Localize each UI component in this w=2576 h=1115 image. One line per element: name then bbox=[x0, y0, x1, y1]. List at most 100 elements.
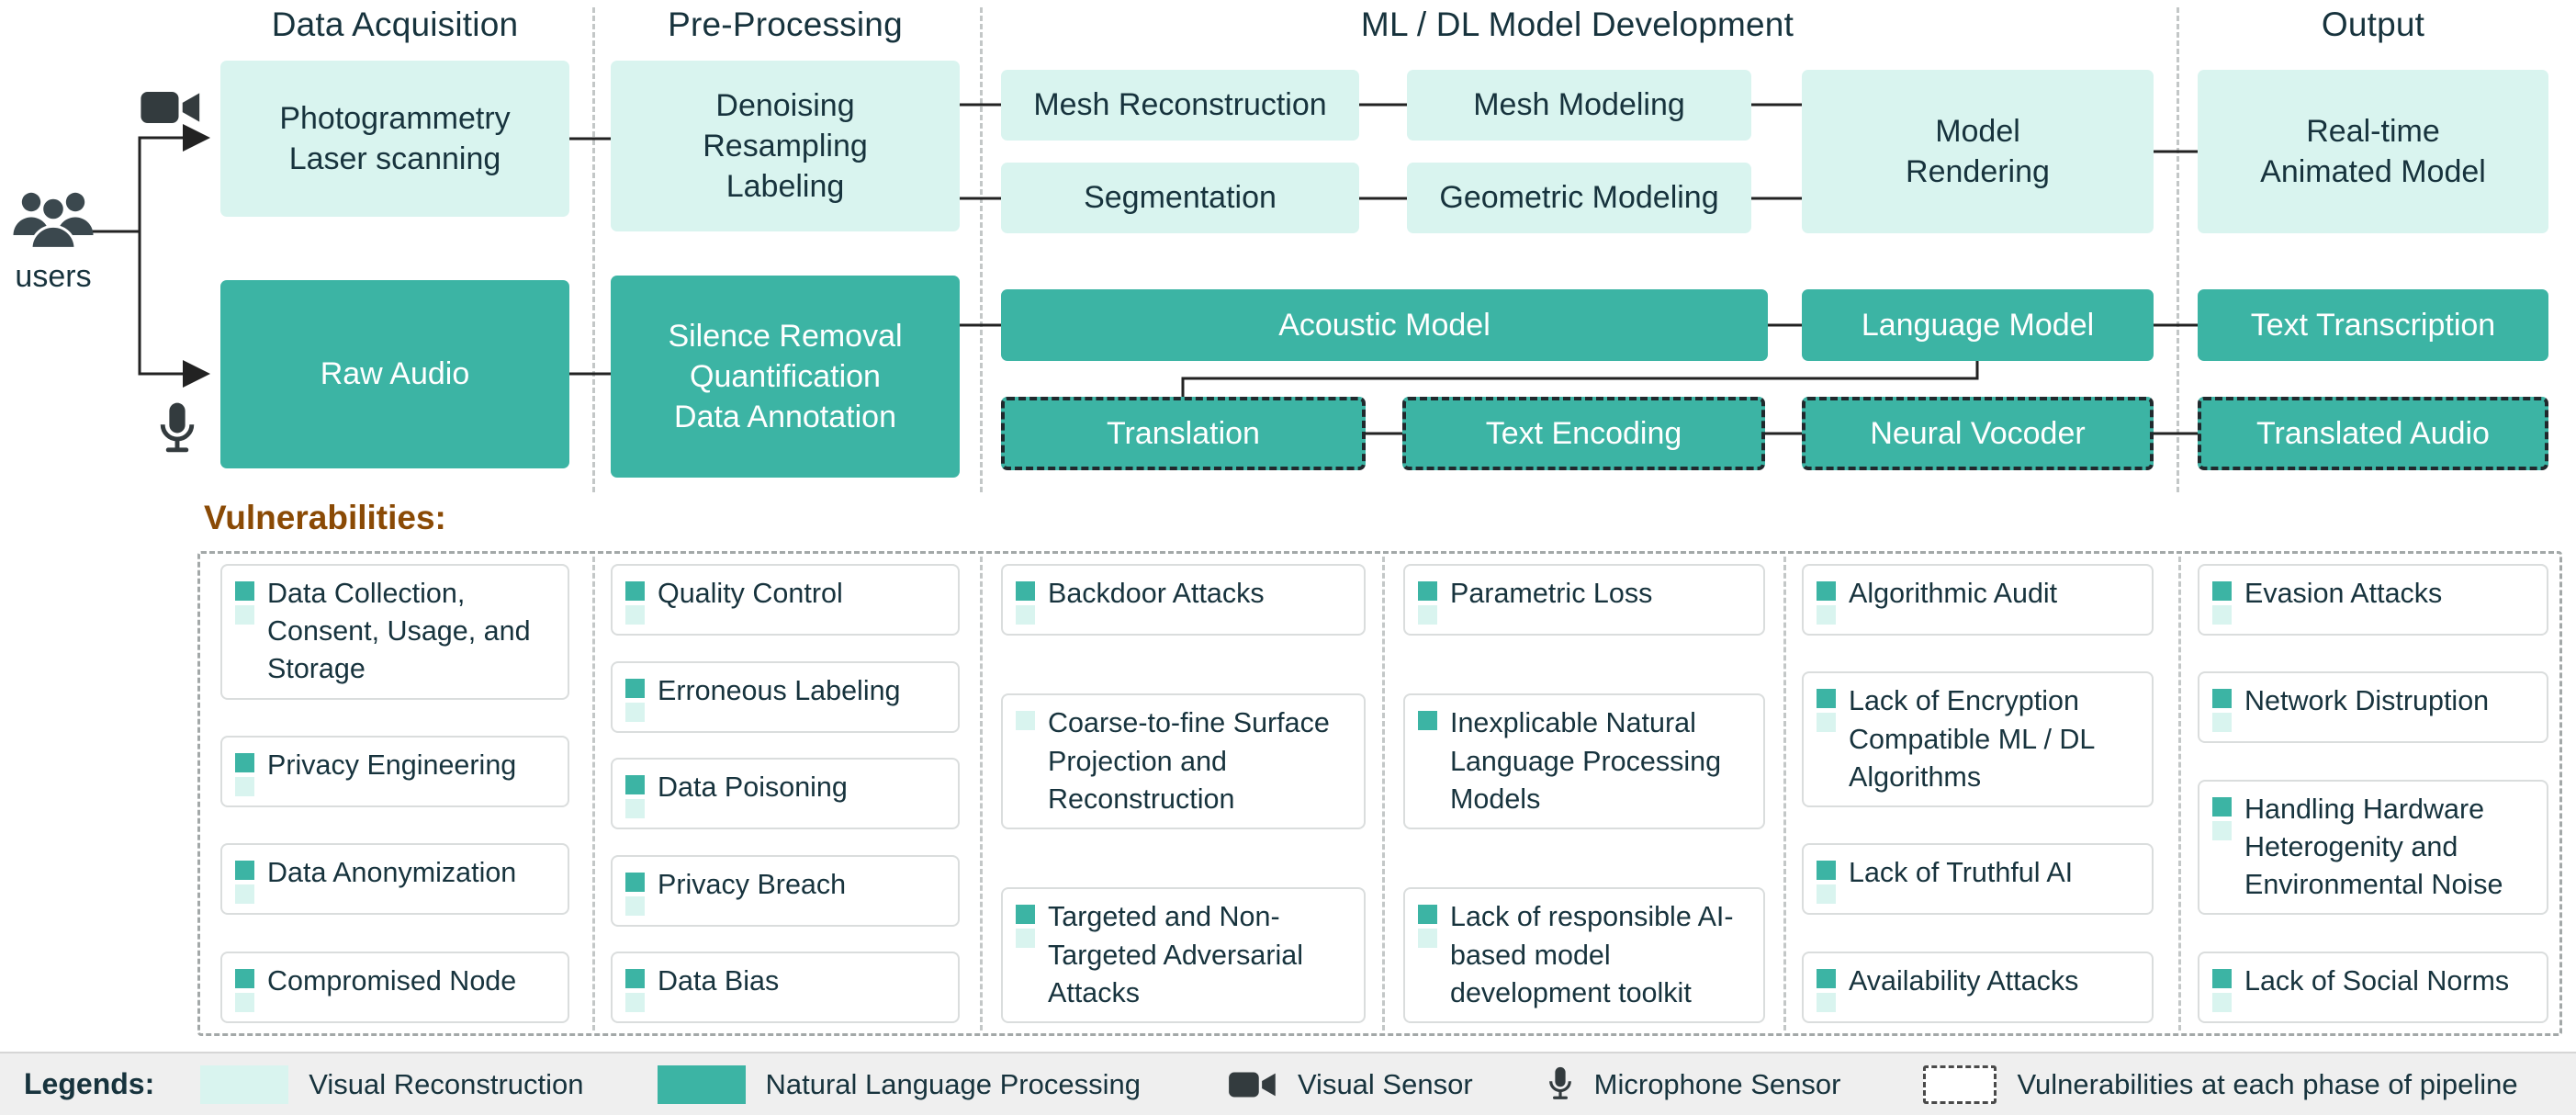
microphone-icon bbox=[160, 402, 195, 453]
visual-track-marker bbox=[625, 702, 645, 722]
nlp-track-marker bbox=[235, 861, 254, 881]
vulnerability-column-separator bbox=[2178, 557, 2181, 1031]
vulnerability-column-ml-3: Algorithmic Audit Lack of Encryption Com… bbox=[1802, 564, 2154, 1023]
vulnerability-item: Data Anonymization bbox=[220, 843, 569, 916]
visual-reconstruction-swatch bbox=[200, 1064, 289, 1104]
vulnerability-label: Data Poisoning bbox=[658, 771, 848, 803]
nlp-track-marker bbox=[1817, 581, 1836, 601]
vulnerability-item: Lack of Truthful AI bbox=[1802, 843, 2154, 916]
nlp-track-marker bbox=[235, 753, 254, 772]
vulnerability-label: Data Bias bbox=[658, 965, 780, 997]
track-markers bbox=[235, 861, 254, 905]
track-markers bbox=[1016, 581, 1035, 625]
vulnerability-item: Lack of Encryption Compatible ML / DL Al… bbox=[1802, 671, 2154, 807]
vulnerability-label: Inexplicable Natural Language Processing… bbox=[1450, 707, 1722, 815]
track-markers bbox=[1817, 968, 1836, 1012]
vulnerability-item: Erroneous Labeling bbox=[611, 660, 960, 733]
nlp-track-marker bbox=[2212, 968, 2232, 988]
nlp-track-marker bbox=[235, 968, 254, 988]
track-markers bbox=[625, 969, 645, 1012]
nlp-swatch bbox=[657, 1064, 746, 1104]
visual-track-marker bbox=[625, 799, 645, 818]
geometric-modeling-box: Geometric Modeling bbox=[1407, 163, 1751, 233]
acoustic-model-box: Acoustic Model bbox=[1001, 289, 1768, 361]
nlp-track-marker bbox=[2212, 581, 2232, 601]
vulnerability-label: Privacy Breach bbox=[658, 868, 847, 900]
vulnerability-item: Compromised Node bbox=[220, 951, 569, 1023]
legend-visual-reconstruction: Visual Reconstruction bbox=[200, 1064, 584, 1104]
nlp-track-marker bbox=[625, 969, 645, 988]
vulnerability-label: Algorithmic Audit bbox=[1849, 578, 2058, 609]
vulnerability-label: Lack of responsible AI-based model devel… bbox=[1450, 901, 1734, 1008]
visual-track-marker bbox=[1016, 711, 1035, 731]
vulnerability-column-pre-processing: Quality Control Erroneous Labeling Data … bbox=[611, 564, 960, 1023]
track-markers bbox=[625, 872, 645, 916]
vulnerability-item: Evasion Attacks bbox=[2198, 564, 2548, 636]
mesh-modeling-box: Mesh Modeling bbox=[1407, 70, 1751, 141]
nlp-track-marker bbox=[1016, 905, 1035, 925]
nlp-track-marker bbox=[1418, 905, 1437, 925]
visual-track-marker bbox=[1016, 605, 1035, 625]
track-markers bbox=[235, 581, 254, 625]
vulnerability-item: Privacy Breach bbox=[611, 854, 960, 927]
vulnerability-label: Availability Attacks bbox=[1849, 964, 2079, 997]
vulnerability-column-ml-2: Parametric Loss Inexplicable Natural Lan… bbox=[1403, 564, 1765, 1023]
vulnerability-item: Network Distruption bbox=[2198, 671, 2548, 744]
track-markers bbox=[1016, 711, 1035, 731]
legend-microphone-sensor-label: Microphone Sensor bbox=[1593, 1067, 1841, 1100]
legend-bar: Legends: Visual Reconstruction Natural L… bbox=[0, 1052, 2576, 1115]
nlp-track-marker bbox=[1817, 689, 1836, 709]
vulnerability-label: Lack of Encryption Compatible ML / DL Al… bbox=[1849, 685, 2095, 793]
visual-track-marker bbox=[1817, 884, 1836, 905]
vulnerability-column-ml-1: Backdoor Attacks Coarse-to-fine Surface … bbox=[1001, 564, 1366, 1023]
visual-track-marker bbox=[1418, 605, 1437, 625]
track-markers bbox=[1817, 581, 1836, 625]
visual-track-marker bbox=[2212, 713, 2232, 733]
visual-track-marker bbox=[2212, 605, 2232, 625]
vulnerability-item: Data Bias bbox=[611, 952, 960, 1023]
legend-nlp-label: Natural Language Processing bbox=[765, 1067, 1141, 1100]
track-markers bbox=[1817, 689, 1836, 733]
visual-track-marker bbox=[235, 605, 254, 625]
vulnerability-item: Algorithmic Audit bbox=[1802, 564, 2154, 636]
visual-track-marker bbox=[1817, 713, 1836, 733]
video-camera-icon bbox=[141, 92, 200, 123]
track-markers bbox=[1418, 711, 1437, 731]
phase-header-output: Output bbox=[2321, 6, 2425, 43]
visual-track-marker bbox=[1418, 929, 1437, 949]
vulnerability-label: Data Anonymization bbox=[267, 857, 517, 889]
vulnerability-column-separator bbox=[1382, 557, 1385, 1031]
nlp-track-marker bbox=[625, 581, 645, 601]
phase-separator bbox=[980, 7, 983, 492]
dashed-box-icon bbox=[1923, 1064, 1997, 1104]
vulnerabilities-region bbox=[197, 551, 2562, 1036]
photogrammetry-box: Photogrammetry Laser scanning bbox=[220, 61, 569, 217]
vulnerability-label: Parametric Loss bbox=[1450, 578, 1653, 609]
vulnerability-column-separator bbox=[592, 557, 595, 1031]
vulnerability-label: Erroneous Labeling bbox=[658, 674, 901, 706]
nlp-track-marker bbox=[2212, 796, 2232, 817]
vulnerability-item: Handling Hardware Heterogenity and Envir… bbox=[2198, 779, 2548, 916]
track-markers bbox=[1418, 905, 1437, 949]
vulnerability-label: Network Distruption bbox=[2244, 685, 2490, 717]
legend-vulnerabilities-label: Vulnerabilities at each phase of pipelin… bbox=[2017, 1067, 2518, 1100]
raw-audio-box: Raw Audio bbox=[220, 280, 569, 468]
track-markers bbox=[1418, 581, 1437, 625]
vulnerability-label: Compromised Node bbox=[267, 964, 517, 997]
nlp-track-marker bbox=[625, 872, 645, 892]
vulnerability-item: Lack of Social Norms bbox=[2198, 951, 2548, 1023]
nlp-track-marker bbox=[1418, 581, 1437, 601]
track-markers bbox=[1817, 861, 1836, 905]
track-markers bbox=[2212, 689, 2232, 733]
nlp-track-marker bbox=[1016, 581, 1035, 601]
visual-track-marker bbox=[2212, 820, 2232, 840]
vulnerability-item: Inexplicable Natural Language Processing… bbox=[1403, 693, 1765, 829]
legend-vulnerabilities: Vulnerabilities at each phase of pipelin… bbox=[1923, 1064, 2518, 1104]
phase-separator bbox=[592, 7, 595, 492]
track-markers bbox=[235, 753, 254, 796]
legend-title: Legends: bbox=[24, 1067, 155, 1100]
vulnerability-item: Data Poisoning bbox=[611, 758, 960, 829]
track-markers bbox=[625, 581, 645, 625]
visual-track-marker bbox=[2212, 992, 2232, 1012]
